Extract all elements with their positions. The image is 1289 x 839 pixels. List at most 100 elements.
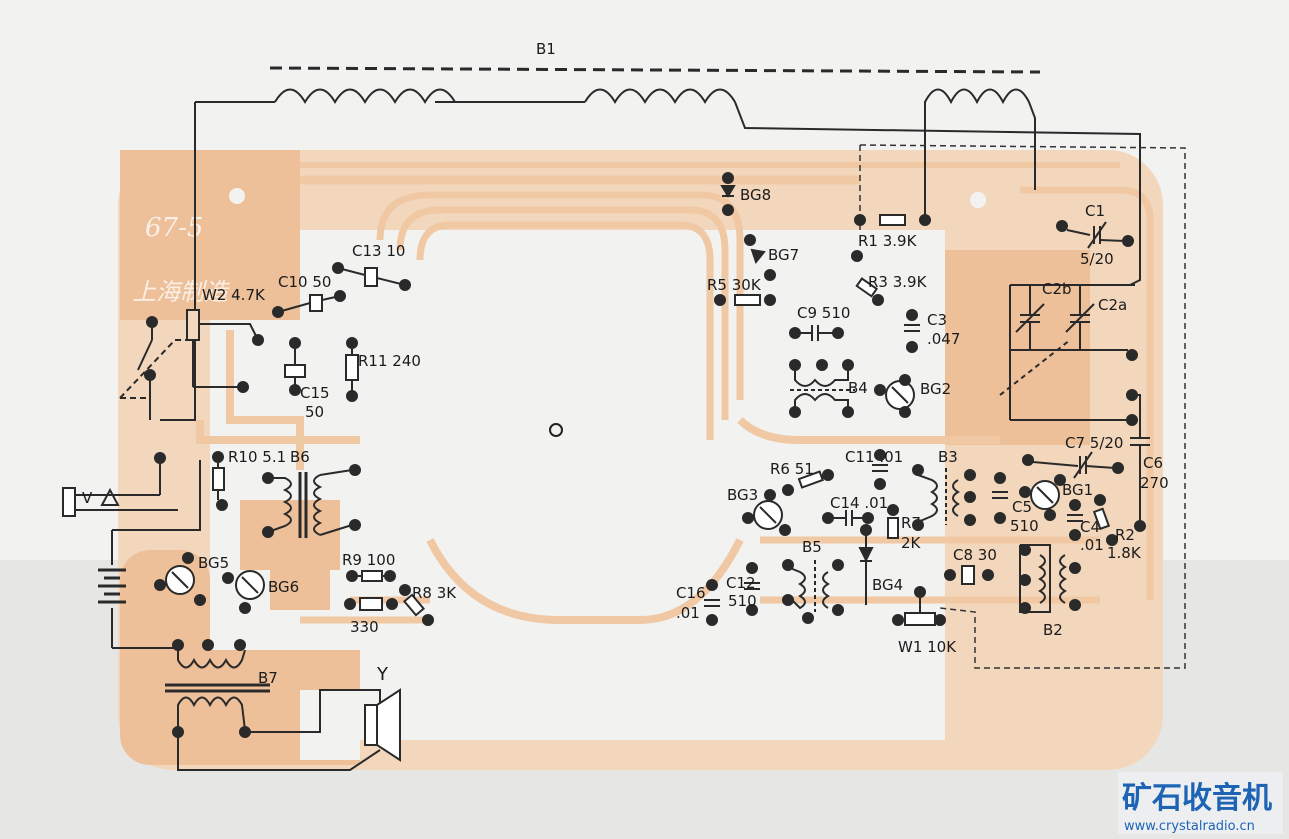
transistor-bg1	[1019, 474, 1066, 521]
label-w2: W2 4.7K	[202, 286, 266, 304]
diode-bg4	[858, 524, 874, 605]
label-c3: C3	[927, 311, 947, 329]
label-c2b: C2b	[1042, 280, 1072, 298]
capacitor-c11	[872, 449, 888, 490]
board-model-mark: 67-5	[145, 213, 203, 243]
capacitor-c10	[272, 290, 346, 318]
gang-capacitor-c2	[999, 284, 1138, 426]
label-c15: C15	[300, 384, 330, 402]
label-c16: C16	[676, 584, 706, 602]
watermark-title: 矿石收音机	[1122, 781, 1272, 816]
transistor-bg6	[222, 570, 265, 614]
label-b6: B6	[290, 448, 310, 466]
antenna-coil-b1	[160, 66, 1141, 421]
tuning-gang-outline	[859, 144, 1186, 669]
label-bg2: BG2	[920, 380, 951, 398]
potentiometer-w1	[892, 586, 946, 626]
label-c10: C10 50	[278, 273, 331, 291]
label-bg5: BG5	[198, 554, 229, 572]
capacitor-c5	[992, 472, 1008, 524]
capacitor-c7	[1022, 451, 1124, 479]
label-bg1: BG1	[1062, 481, 1093, 499]
label-b4: B4	[848, 379, 868, 397]
label-r11: R11 240	[358, 352, 421, 370]
label-c12-value: 510	[728, 592, 757, 610]
label-bg3: BG3	[727, 486, 758, 504]
resistor-r10	[212, 451, 228, 511]
label-c4-value: .01	[1080, 536, 1104, 554]
label-r8: R8 3K	[412, 584, 457, 602]
transistor-bg3	[742, 489, 791, 536]
label-c3-value: .047	[927, 330, 960, 348]
label-b3: B3	[938, 448, 958, 466]
label-r3: R3 3.9K	[868, 273, 928, 291]
resistor-330	[344, 597, 398, 611]
capacitor-c1	[1056, 220, 1134, 249]
resistor-r8	[399, 584, 434, 626]
label-r6: R6 51	[770, 460, 814, 478]
label-r1: R1 3.9K	[858, 232, 918, 250]
battery	[98, 460, 201, 649]
resistor-r5	[714, 294, 776, 306]
label-c4: C4	[1080, 518, 1100, 536]
label-b2: B2	[1043, 621, 1063, 639]
label-c12: C12	[726, 574, 756, 592]
label-r330: 330	[350, 618, 379, 636]
potentiometer-w2	[186, 309, 264, 393]
label-c11: C11 .01	[845, 448, 903, 466]
label-bg8: BG8	[740, 186, 771, 204]
label-c6: C6	[1143, 454, 1163, 472]
capacitor-c4	[1067, 499, 1083, 541]
resistor-r2	[1092, 494, 1118, 546]
transformer-b5	[782, 559, 844, 624]
capacitor-c15	[284, 337, 306, 396]
resistor-r3	[851, 250, 884, 306]
capacitor-c8	[944, 565, 994, 585]
transistor-bg2	[874, 374, 915, 418]
transistor-bg5	[154, 552, 206, 606]
board-maker-mark: 上海制造	[132, 278, 231, 306]
label-jack: V	[82, 489, 93, 507]
resistor-r1	[854, 214, 931, 226]
label-c13: C13 10	[352, 242, 405, 260]
earphone-jack	[62, 452, 178, 517]
label-c7: C7 5/20	[1065, 434, 1123, 452]
label-c16-value: .01	[676, 604, 700, 622]
label-bg7: BG7	[768, 246, 799, 264]
capacitor-c3	[904, 309, 920, 353]
watermark-backdrop	[1118, 772, 1283, 834]
label-r2: R2	[1115, 526, 1135, 544]
label-c5-value: 510	[1010, 517, 1039, 535]
speaker-y	[364, 688, 401, 762]
label-c9: C9 510	[797, 304, 850, 322]
label-c14: C14 .01	[830, 494, 888, 512]
capacitor-c6	[1130, 394, 1150, 532]
power-switch	[119, 316, 190, 420]
capacitor-c14	[822, 510, 874, 526]
watermark-url: www.crystalradio.cn	[1124, 819, 1255, 834]
label-c15-value: 50	[305, 403, 324, 421]
label-b5: B5	[802, 538, 822, 556]
label-c2a: C2a	[1098, 296, 1127, 314]
diode-bg8	[720, 172, 736, 216]
transformer-b2	[1019, 544, 1081, 614]
label-w1: W1 10K	[898, 638, 957, 656]
capacitor-c16	[704, 579, 720, 626]
label-bg6: BG6	[268, 578, 299, 596]
label-c1: C1	[1085, 202, 1105, 220]
label-c6-value: 270	[1140, 474, 1169, 492]
label-r10: R10 5.1	[228, 448, 286, 466]
label-r5: R5 30K	[707, 276, 762, 294]
label-y: Y	[376, 664, 389, 685]
transformer-b3	[912, 464, 976, 531]
capacitor-c12	[744, 562, 760, 616]
capacitor-c9	[789, 325, 844, 341]
label-r7-value: 2K	[901, 534, 922, 552]
pcb-board	[118, 150, 1163, 770]
label-c8: C8 30	[953, 546, 997, 564]
label-bg4: BG4	[872, 576, 903, 594]
transformer-b6	[262, 464, 361, 538]
label-r9: R9 100	[342, 551, 395, 569]
